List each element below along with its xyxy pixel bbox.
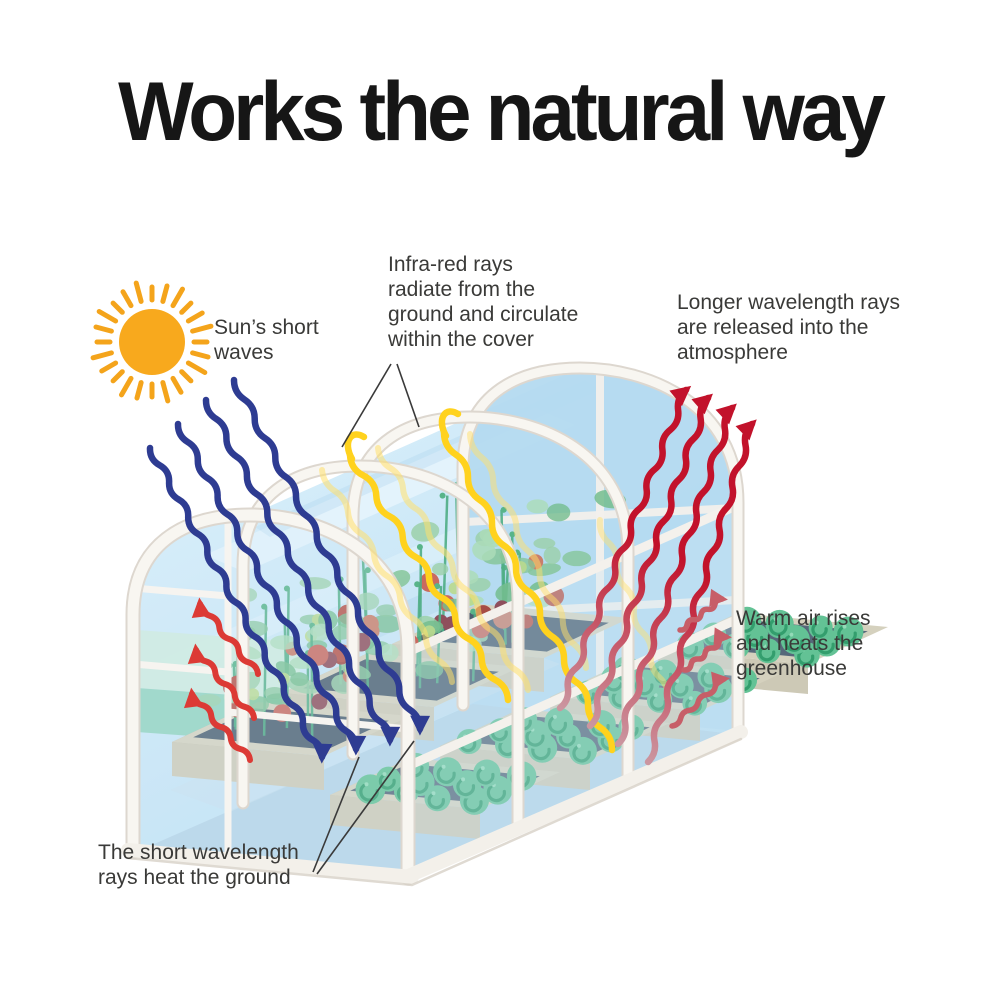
warm-air-arrows [669, 588, 732, 729]
sun-waves-label: Sun’s short waves [214, 316, 319, 364]
infrared-arrows [319, 408, 672, 754]
short-wave-arrows [146, 376, 431, 764]
pointer-line [316, 740, 415, 875]
interior-heat-arrow [183, 687, 253, 763]
infrared-arrow [346, 451, 512, 704]
pointer-line [312, 756, 360, 873]
infrared-label: Infra-red rays radiate from the ground a… [388, 253, 579, 351]
warm-air-label: Warm air rises and heats the greenhouse [736, 607, 871, 680]
infrared-arrow [440, 428, 616, 754]
longer-wavelength-label: Longer wavelength rays are released into… [677, 291, 900, 364]
released-ray-arrow [556, 385, 692, 712]
interior-heat-arrow [187, 643, 257, 721]
warm-air-arrow [677, 588, 728, 633]
short-wave-arrow [174, 420, 367, 756]
sun-icon [90, 280, 214, 404]
pointer-line [341, 363, 392, 448]
released-ray-arrows [556, 385, 757, 766]
released-ray-arrow [586, 393, 713, 730]
released-ray-arrow [614, 403, 737, 748]
warm-air-arrow [669, 671, 730, 729]
interior-heat-arrow [191, 597, 261, 677]
pointer-lines [312, 363, 420, 875]
warm-air-arrow [681, 627, 732, 673]
page-title: Works the natural way [118, 65, 886, 158]
interior-heat-arrows [183, 597, 261, 763]
short-wavelength-label: The short wavelength rays heat the groun… [98, 841, 299, 889]
short-wave-arrow [202, 396, 401, 747]
short-wave-arrow [230, 376, 431, 736]
released-ray-arrow [644, 419, 757, 766]
pointer-line [396, 363, 420, 428]
short-wave-arrow [146, 444, 333, 764]
